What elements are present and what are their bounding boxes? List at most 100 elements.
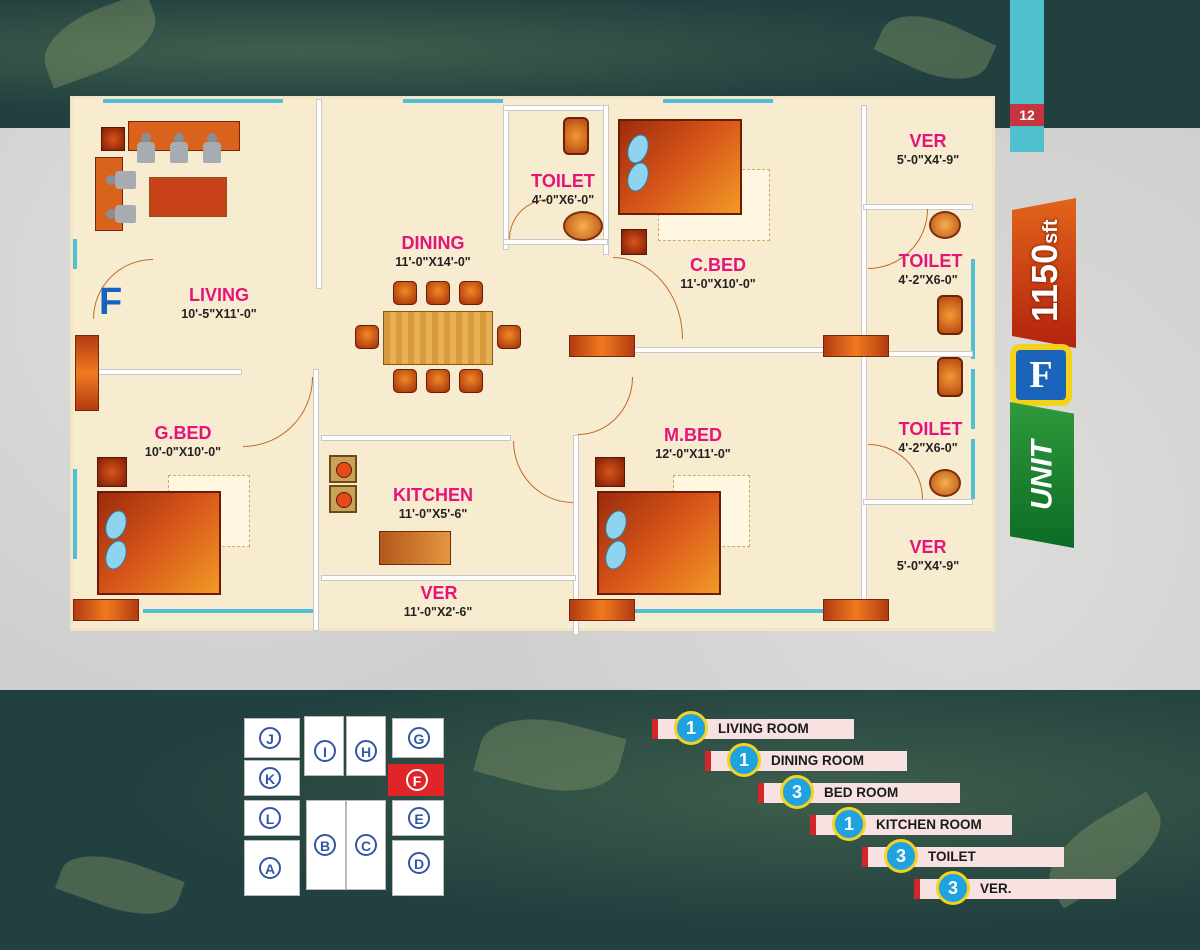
- column: [569, 335, 635, 357]
- window: [73, 469, 77, 559]
- wall: [321, 435, 511, 441]
- legend-label: TOILET: [928, 849, 976, 864]
- legend-count: 1: [674, 711, 708, 745]
- key-label: L: [259, 807, 281, 829]
- legend-label: DINING ROOM: [771, 753, 864, 768]
- unit-number-strip: [1010, 0, 1044, 152]
- flat-badge: F: [1010, 344, 1072, 406]
- legend-label: VER.: [980, 881, 1012, 896]
- dining-table: [383, 311, 493, 365]
- wall: [573, 435, 579, 635]
- side-table: [97, 457, 127, 487]
- dining-chair: [393, 369, 417, 393]
- area-unit: sft: [1040, 219, 1062, 244]
- unit-word: UNIT: [1025, 440, 1059, 510]
- kitchen-sink: [379, 531, 451, 565]
- key-label: B: [314, 834, 336, 856]
- key-label-highlighted: F: [406, 769, 428, 791]
- person-figure: [202, 133, 222, 163]
- room-dim-living: 10'-5"X11'-0": [181, 307, 257, 321]
- wall: [503, 239, 608, 245]
- key-label: J: [259, 727, 281, 749]
- wc: [937, 357, 963, 397]
- room-name-cbed: C.BED: [689, 255, 746, 275]
- person-figure: [106, 170, 136, 190]
- legend-item: 1 LIVING ROOM: [652, 711, 854, 745]
- wall: [97, 369, 242, 375]
- room-dim-toilet-1: 4'-0"X6'-0": [531, 193, 595, 207]
- side-table: [621, 229, 647, 255]
- room-dim-ver-2: 11'-0"X2'-6": [403, 605, 473, 619]
- room-dim-mbed: 12'-0"X11'-0": [655, 447, 731, 461]
- key-label: E: [408, 807, 430, 829]
- room-dim-gbed: 10'-0"X10'-0": [144, 445, 222, 459]
- dining-chair: [393, 281, 417, 305]
- washbasin: [563, 211, 603, 241]
- side-table: [595, 457, 625, 487]
- window: [143, 609, 313, 613]
- legend-count: 3: [780, 775, 814, 809]
- room-name-ver-3: VER: [909, 537, 947, 557]
- room-name-ver-2: VER: [420, 583, 458, 603]
- column: [73, 599, 139, 621]
- window: [403, 99, 503, 103]
- bottom-foliage-band: [0, 690, 1200, 950]
- room-dim-kitchen: 11'-0"X5'-6": [398, 507, 468, 521]
- key-label: G: [408, 727, 430, 749]
- room-dim-dining: 11'-0"X14'-0": [395, 255, 471, 269]
- legend-count: 1: [832, 807, 866, 841]
- legend-count: 3: [936, 871, 970, 905]
- facing-label: F: [99, 281, 123, 323]
- person-figure: [169, 133, 189, 163]
- room-name-kitchen: KITCHEN: [393, 485, 473, 505]
- unit-number: 12: [1010, 104, 1044, 126]
- column: [823, 599, 889, 621]
- wall: [863, 499, 973, 505]
- legend-label: KITCHEN ROOM: [876, 817, 982, 832]
- wall: [603, 105, 609, 255]
- legend-label: BED ROOM: [824, 785, 899, 800]
- person-figure: [106, 204, 136, 224]
- key-block: [306, 800, 346, 890]
- key-label: D: [408, 852, 430, 874]
- window: [103, 99, 283, 103]
- window: [633, 609, 823, 613]
- column: [569, 599, 635, 621]
- room-name-living: LIVING: [188, 285, 249, 305]
- stove: [329, 455, 357, 483]
- door-swing: [513, 441, 573, 503]
- dining-chair: [355, 325, 379, 349]
- wall: [503, 105, 509, 250]
- key-label: C: [355, 834, 377, 856]
- key-label: K: [259, 767, 281, 789]
- room-name-dining: DINING: [401, 233, 465, 253]
- key-label: A: [259, 857, 281, 879]
- wc: [937, 295, 963, 335]
- legend-item: 3 TOILET: [862, 839, 1064, 873]
- washbasin: [929, 211, 961, 239]
- room-name-ver-1: VER: [909, 131, 947, 151]
- door-swing: [578, 377, 633, 435]
- dining-chair: [459, 281, 483, 305]
- legend-item: 3 VER.: [914, 871, 1116, 905]
- room-name-toilet-2: TOILET: [898, 251, 963, 271]
- legend-count: 1: [727, 743, 761, 777]
- legend-item: 1 KITCHEN ROOM: [810, 807, 1012, 841]
- room-dim-toilet-3: 4'-2"X6-0": [898, 441, 958, 455]
- wall: [321, 575, 576, 581]
- window: [971, 369, 975, 429]
- dining-chair: [426, 281, 450, 305]
- wall: [316, 99, 322, 289]
- dining-chair: [459, 369, 483, 393]
- area-label: 1150sft: [1024, 219, 1066, 322]
- dining-chair: [426, 369, 450, 393]
- stove: [329, 485, 357, 513]
- room-dim-toilet-2: 4'-2"X6-0": [898, 273, 958, 287]
- window: [971, 439, 975, 499]
- person-figure: [136, 133, 156, 163]
- column: [75, 335, 99, 411]
- column: [823, 335, 889, 357]
- room-name-toilet-3: TOILET: [898, 419, 963, 439]
- flat-letter: F: [1016, 350, 1066, 400]
- key-label: H: [355, 740, 377, 762]
